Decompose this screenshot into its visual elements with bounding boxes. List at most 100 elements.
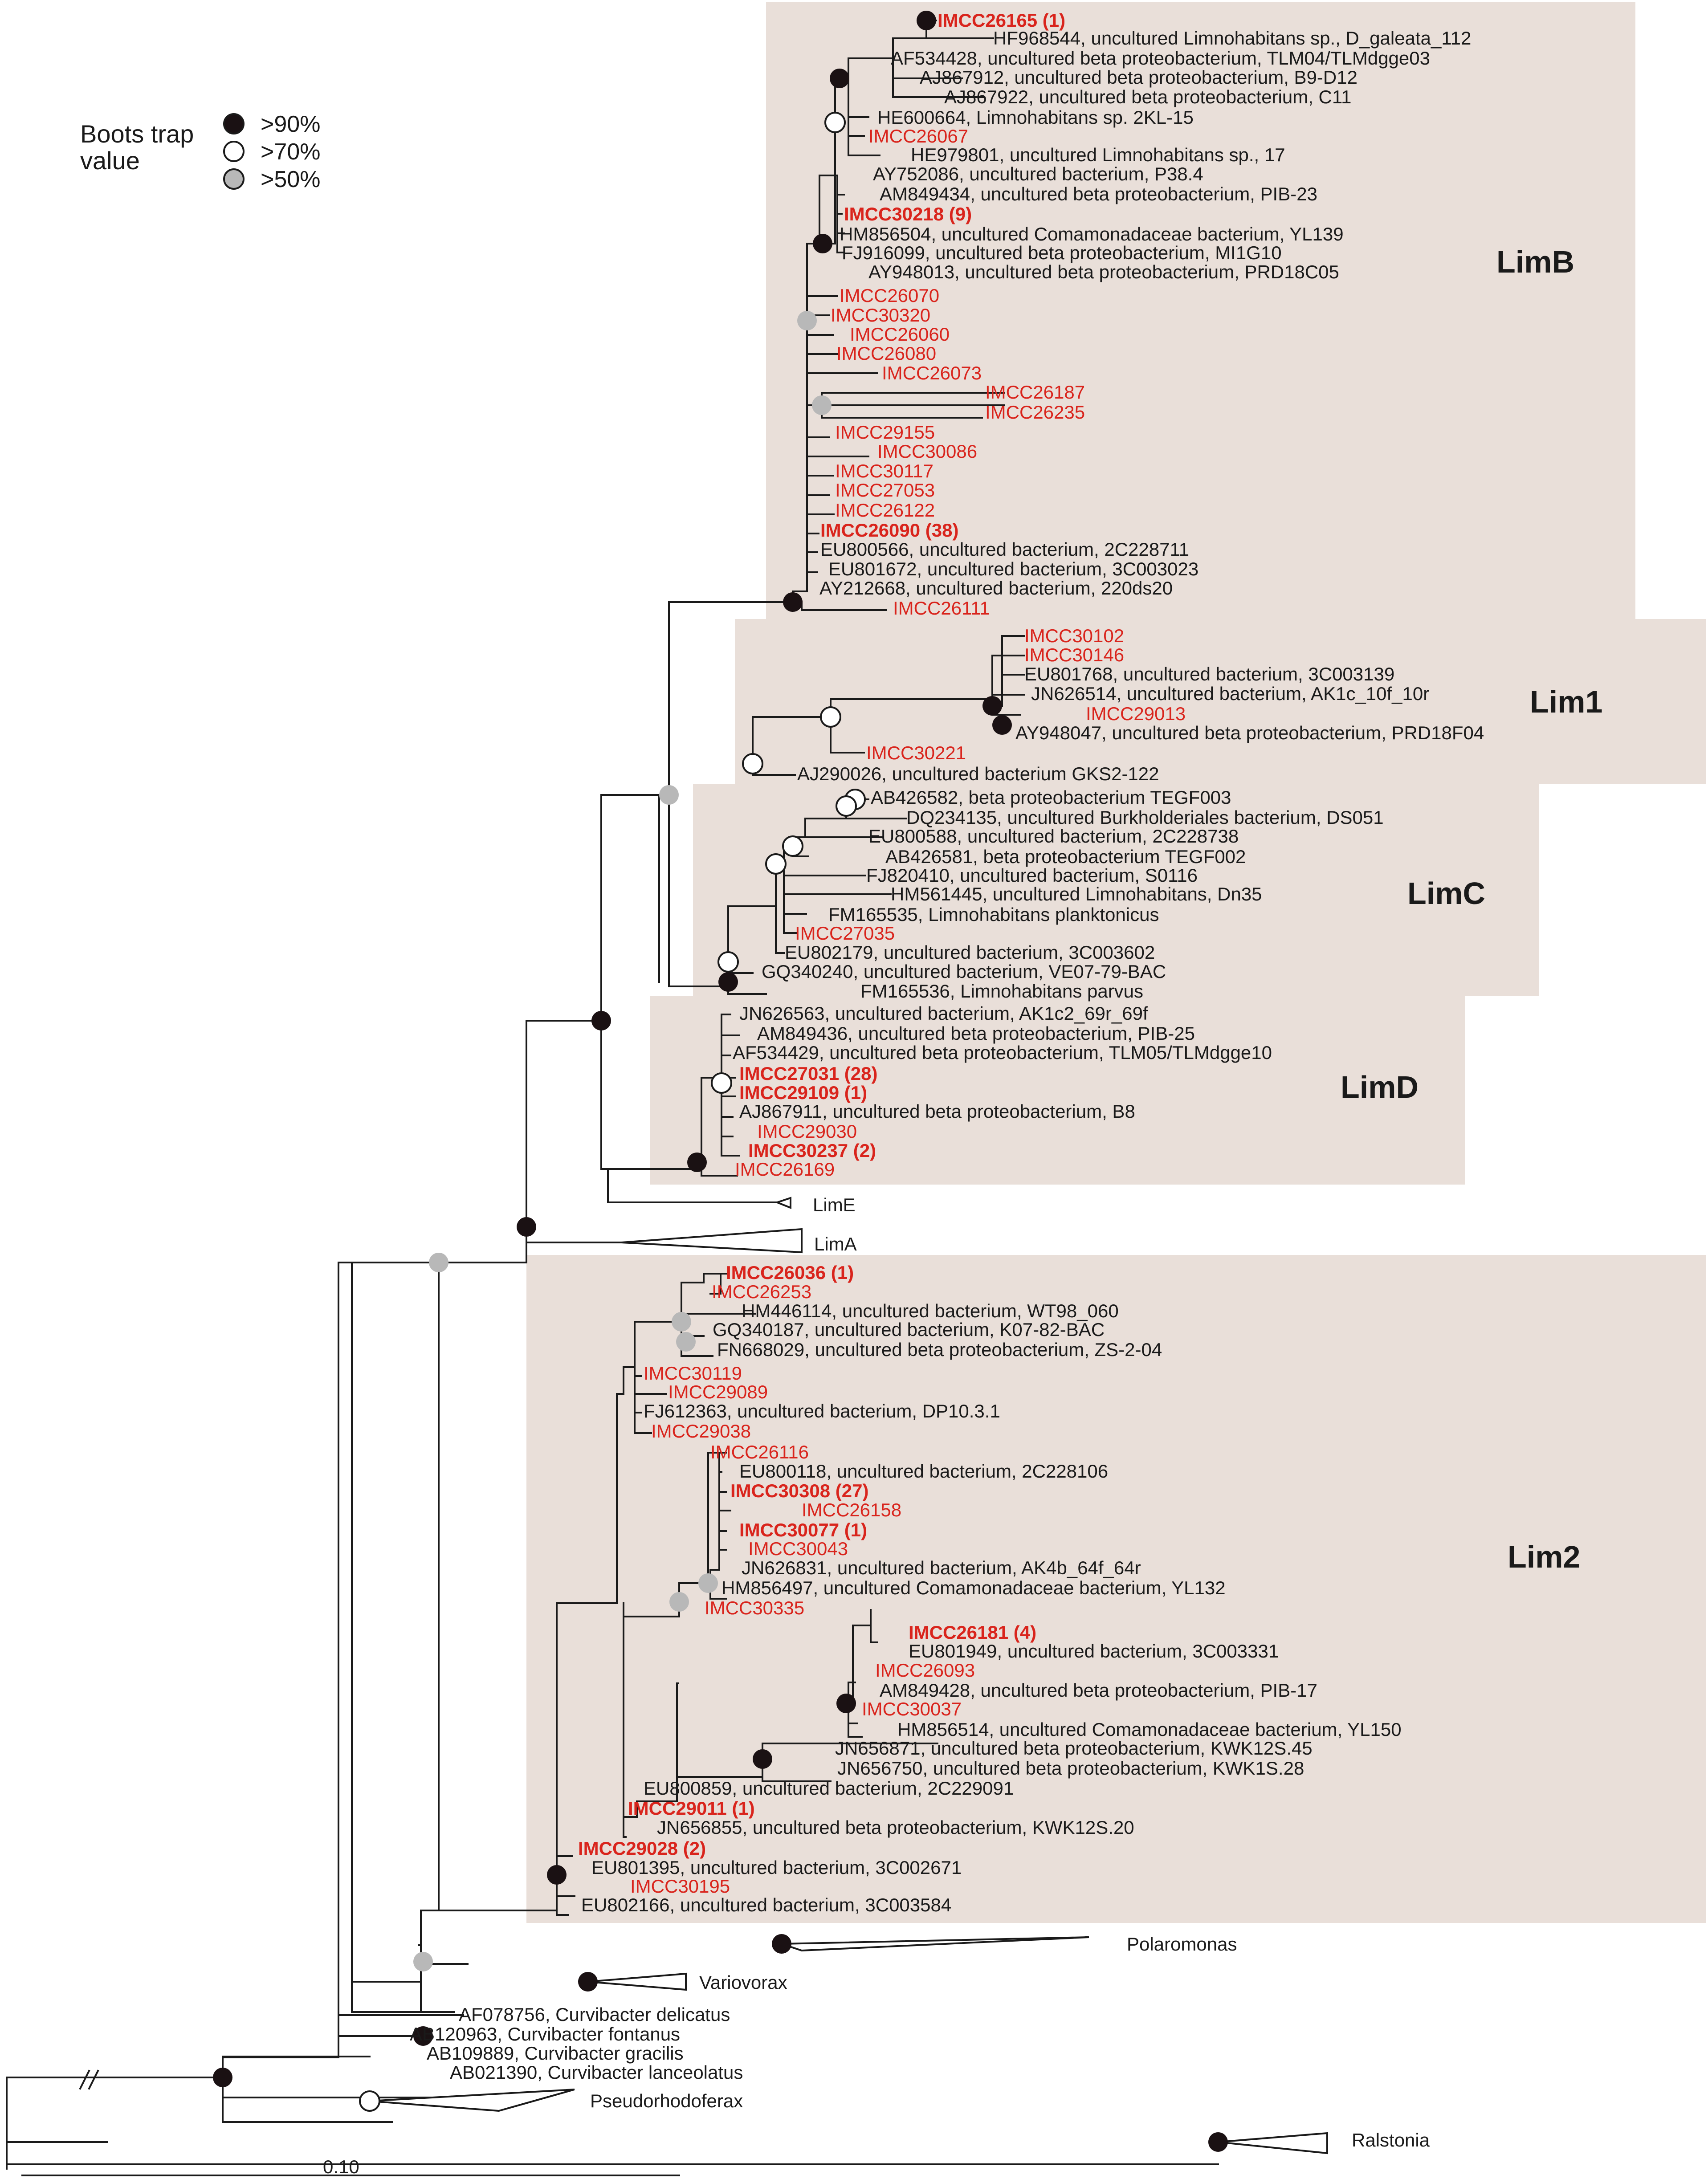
- bootstrap-node: [517, 1217, 536, 1237]
- reference-label: EU801768, uncultured bacterium, 3C003139: [1024, 664, 1394, 684]
- isolate-label: IMCC30195: [630, 1876, 730, 1897]
- bootstrap-node: [772, 1934, 791, 1954]
- reference-label: AB120963, Curvibacter fontanus: [410, 2024, 680, 2045]
- reference-label: JN656750, uncultured beta proteobacteriu…: [837, 1758, 1304, 1779]
- reference-label: AM849436, uncultured beta proteobacteriu…: [757, 1023, 1195, 1044]
- reference-label: JN656871, uncultured beta proteobacteriu…: [835, 1738, 1313, 1759]
- reference-label: AB021390, Curvibacter lanceolatus: [450, 2062, 743, 2083]
- isolate-label: IMCC30037: [862, 1698, 962, 1719]
- clade-box-limd: [650, 996, 1465, 1185]
- isolate-label: IMCC30086: [877, 441, 977, 462]
- isolate-label: IMCC26165 (1): [938, 10, 1065, 31]
- bootstrap-node: [812, 395, 832, 415]
- reference-label: DQ234135, uncultured Burkholderiales bac…: [906, 807, 1384, 828]
- isolate-label: IMCC29030: [757, 1121, 857, 1142]
- isolate-label: IMCC27035: [795, 923, 895, 944]
- reference-label: AB426581, beta proteobacterium TEGF002: [885, 846, 1246, 867]
- bootstrap-node: [820, 706, 841, 728]
- isolate-label: IMCC27053: [835, 480, 935, 501]
- reference-label: JN626831, uncultured bacterium, AK4b_64f…: [742, 1557, 1141, 1578]
- bootstrap-node: [591, 1011, 611, 1030]
- isolate-label: IMCC26122: [835, 500, 935, 521]
- isolate-label: IMCC30335: [705, 1597, 804, 1618]
- isolate-label: IMCC27031 (28): [739, 1063, 877, 1084]
- isolate-label: IMCC30077 (1): [739, 1519, 867, 1540]
- reference-label: JN656855, uncultured beta proteobacteriu…: [657, 1817, 1134, 1838]
- bootstrap-node: [413, 1952, 433, 1971]
- bootstrap-node: [429, 1253, 448, 1272]
- reference-label: EU800859, uncultured bacterium, 2C229091: [644, 1778, 1014, 1799]
- isolate-label: IMCC30119: [644, 1363, 742, 1384]
- reference-label: AM849428, uncultured beta proteobacteriu…: [880, 1680, 1317, 1701]
- reference-label: EU802166, uncultured bacterium, 3C003584: [581, 1894, 951, 1915]
- bootstrap-node: [676, 1332, 696, 1352]
- bootstrap-node: [782, 835, 803, 857]
- clade-name-limd: LimD: [1341, 1070, 1419, 1104]
- isolate-label: IMCC30218 (9): [844, 204, 972, 224]
- reference-label: AM849434, uncultured beta proteobacteriu…: [880, 183, 1317, 204]
- legend-label-high: >90%: [261, 111, 320, 137]
- reference-label: HM856514, uncultured Comamonadaceae bact…: [897, 1719, 1402, 1740]
- isolate-label: IMCC26060: [850, 324, 950, 345]
- wedge-lima: [621, 1228, 803, 1254]
- bootstrap-node: [797, 311, 817, 330]
- bootstrap-node: [992, 715, 1012, 735]
- bootstrap-node: [836, 1694, 856, 1713]
- isolate-label: IMCC30237 (2): [748, 1140, 876, 1161]
- isolate-label: IMCC26073: [882, 362, 982, 383]
- reference-label: FJ916099, uncultured beta proteobacteriu…: [842, 242, 1282, 263]
- collapsed-label-polaromonas: Polaromonas: [1127, 1934, 1237, 1955]
- reference-label: EU800118, uncultured bacterium, 2C228106: [739, 1461, 1108, 1482]
- reference-label: HM856497, uncultured Comamonadaceae bact…: [722, 1577, 1226, 1598]
- reference-label: HM856504, uncultured Comamonadaceae bact…: [840, 224, 1344, 244]
- reference-label: HE979801, uncultured Limnohabitans sp., …: [911, 144, 1285, 165]
- wedge-polaromonas: [781, 1936, 1089, 1952]
- collapsed-label-pseudorhodoferax: Pseudorhodoferax: [590, 2090, 743, 2111]
- scale-bar-label: 0.10: [323, 2156, 359, 2177]
- wedge-ralstonia: [1218, 2132, 1328, 2154]
- reference-label: JN626514, uncultured bacterium, AK1c_10f…: [1031, 683, 1429, 704]
- legend-title-line2: value: [80, 147, 140, 175]
- reference-label: AJ867911, uncultured beta proteobacteriu…: [739, 1101, 1135, 1122]
- isolate-label: IMCC26036 (1): [726, 1262, 854, 1283]
- bootstrap-node: [711, 1072, 732, 1094]
- reference-label: AF534428, uncultured beta proteobacteriu…: [891, 48, 1430, 69]
- isolate-label: IMCC26070: [840, 285, 939, 306]
- legend-marker-high: [223, 113, 245, 134]
- reference-label: AB109889, Curvibacter gracilis: [427, 2043, 684, 2064]
- tree-branches: [6, 20, 1219, 2170]
- bootstrap-node: [698, 1573, 718, 1593]
- wedge-pseudorhodoferax: [369, 2089, 575, 2112]
- clade-box-lim2: [526, 1255, 1706, 1923]
- reference-label: AJ290026, uncultured bacterium GKS2-122: [797, 763, 1159, 784]
- clade-name-limc: LimC: [1407, 876, 1485, 911]
- collapsed-label-variovorax: Variovorax: [699, 1972, 787, 1993]
- bootstrap-node: [836, 795, 857, 817]
- reference-label: HM446114, uncultured bacterium, WT98_060: [742, 1300, 1119, 1321]
- bootstrap-node: [718, 972, 738, 992]
- reference-label: HF968544, uncultured Limnohabitans sp., …: [993, 28, 1471, 49]
- reference-label: AY948013, uncultured beta proteobacteriu…: [868, 261, 1339, 282]
- bootstrap-node: [213, 2068, 232, 2087]
- bootstrap-node: [982, 696, 1002, 716]
- collapsed-label-lima: LimA: [814, 1234, 857, 1254]
- reference-label: AY948047, uncultured beta proteobacteriu…: [1015, 722, 1484, 743]
- clade-name-lim2: Lim2: [1508, 1540, 1580, 1574]
- isolate-label: IMCC26169: [735, 1159, 835, 1180]
- reference-label: EU800566, uncultured bacterium, 2C228711: [820, 539, 1189, 560]
- legend-marker-low: [223, 168, 245, 190]
- legend-title-line1: Boots trap: [80, 120, 194, 148]
- legend-marker-mid: [223, 141, 245, 162]
- isolate-label: IMCC29038: [651, 1421, 751, 1442]
- reference-label: AF078756, Curvibacter delicatus: [459, 2004, 730, 2025]
- bootstrap-node: [659, 785, 679, 805]
- isolate-label: IMCC26067: [868, 126, 968, 147]
- isolate-label: IMCC30308 (27): [730, 1480, 868, 1501]
- reference-label: FJ820410, uncultured bacterium, S0116: [866, 865, 1198, 886]
- bootstrap-node: [687, 1153, 707, 1172]
- reference-label: EU802179, uncultured bacterium, 3C003602: [785, 942, 1155, 963]
- isolate-label: IMCC30146: [1024, 644, 1124, 665]
- bootstrap-node: [1208, 2132, 1228, 2152]
- bootstrap-node: [669, 1592, 689, 1612]
- legend-label-mid: >70%: [261, 139, 320, 165]
